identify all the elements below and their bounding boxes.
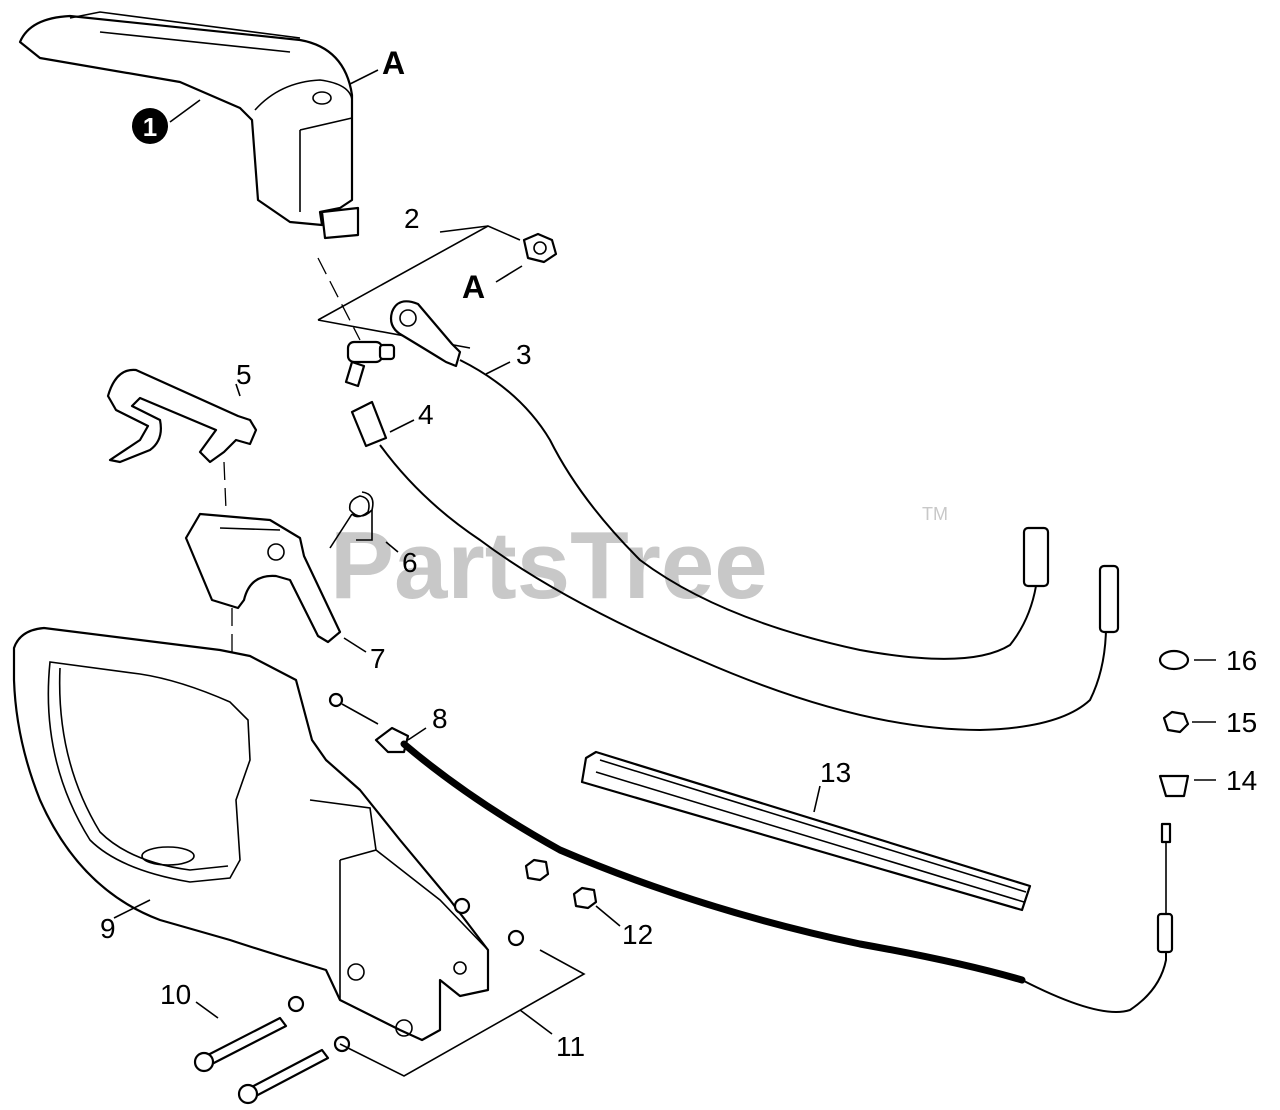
part-12-nuts[interactable] [524,858,598,910]
callout-10: 10 [160,979,191,1010]
part-rear-handle[interactable] [12,626,490,1042]
part-spring[interactable] [329,491,374,549]
part-ring-terminal-wire[interactable] [389,300,1050,660]
part-11-washers[interactable] [287,897,525,1053]
callout-3: 3 [516,339,532,370]
alignment-line-2 [223,461,227,511]
part-handle-cover[interactable] [18,11,360,240]
leader-lines [113,69,1216,1035]
bracket-part-11 [339,949,586,1077]
callout-15: 15 [1226,707,1257,738]
part-16-cap[interactable] [1158,649,1190,671]
callout-5: 5 [236,359,252,390]
part-15-nut[interactable] [1162,710,1190,734]
part-nut-a[interactable] [522,232,558,264]
callout-a-mid: A [462,269,485,305]
part-terminal-wire[interactable] [350,400,1120,732]
watermark-text: PartsTree [330,512,768,619]
part-switch[interactable] [344,340,396,388]
callout-1: 1 [132,108,168,144]
callout-9: 9 [100,913,116,944]
callout-4: 4 [418,399,434,430]
callout-11: 11 [556,1031,585,1062]
callout-12: 12 [622,919,653,950]
watermark-trademark: TM [922,504,948,524]
part-14-grommet[interactable] [1158,774,1190,798]
svg-text:1: 1 [143,112,157,142]
callout-16: 16 [1226,645,1257,676]
callout-a-top: A [382,45,405,81]
callout-14: 14 [1226,765,1257,796]
part-10-screws[interactable] [193,1016,330,1105]
callout-13: 13 [820,757,851,788]
callout-8: 8 [432,703,448,734]
part-trigger[interactable] [184,512,342,644]
callout-7: 7 [370,643,386,674]
alignment-line-1 [317,257,361,341]
part-throttle-lock-lever[interactable] [106,368,258,464]
callout-2: 2 [404,203,420,234]
part-throttle-cable[interactable] [328,692,1174,1013]
part-protective-hose[interactable] [580,750,1032,912]
callout-6: 6 [402,547,418,578]
